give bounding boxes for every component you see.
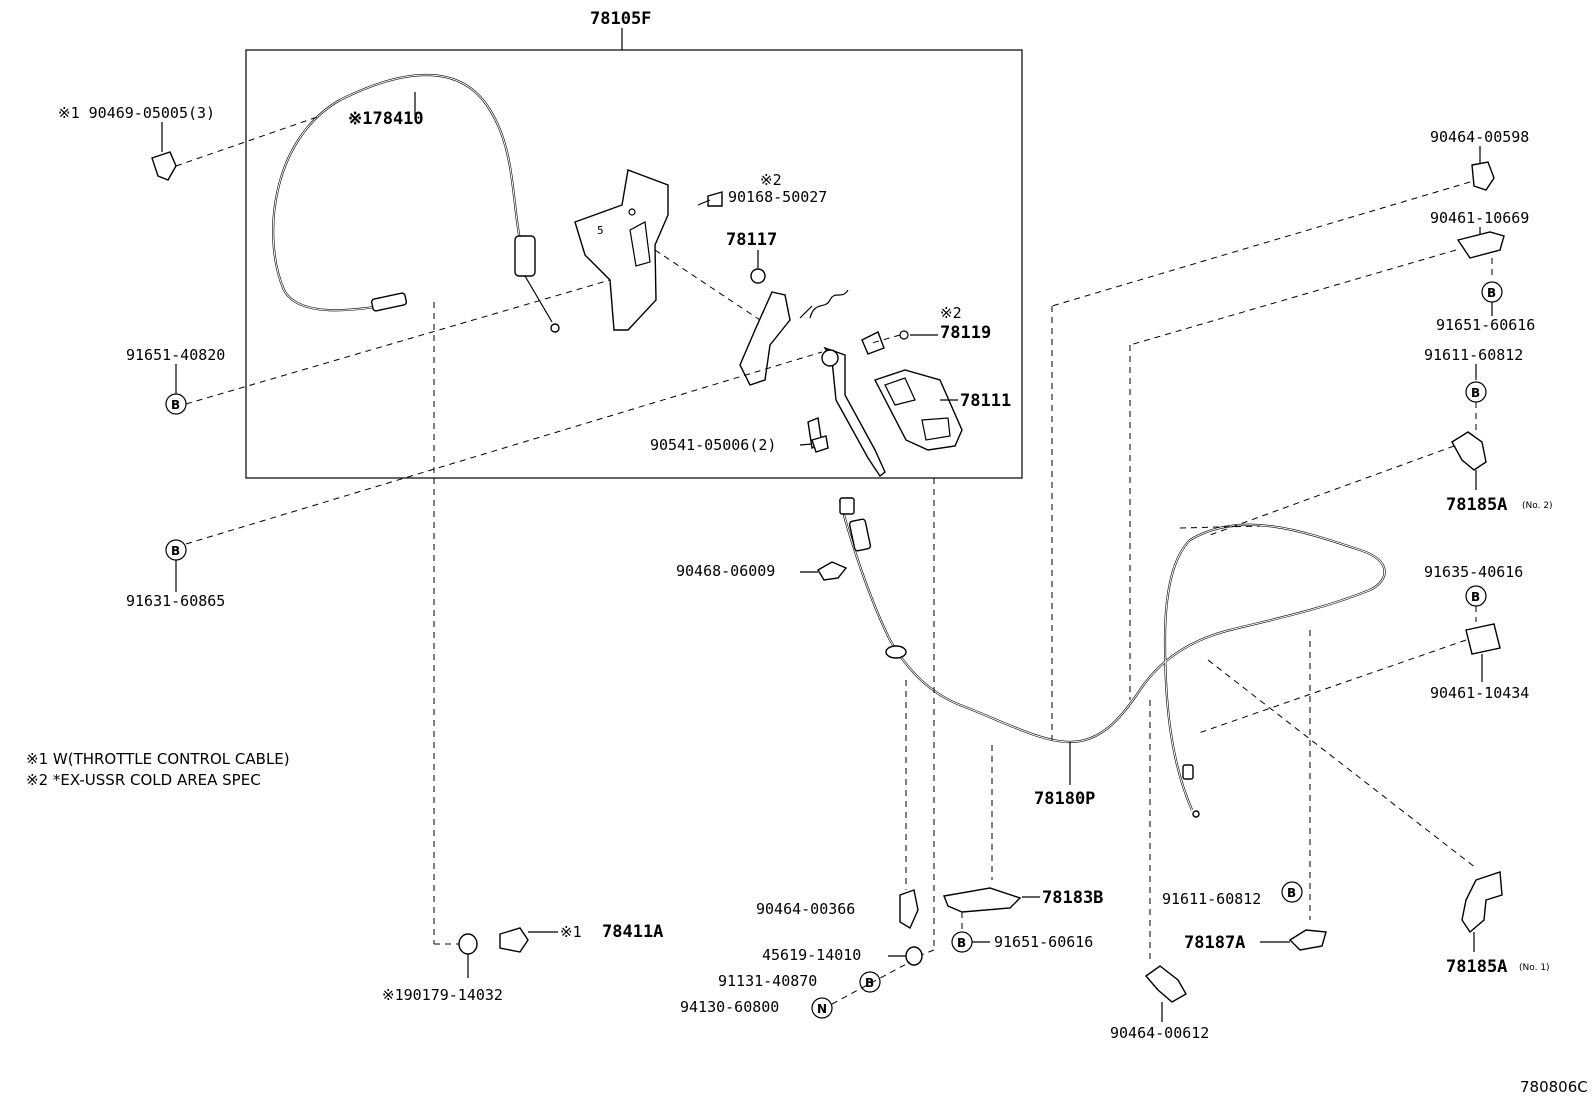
label-78185A-no2: 78185A [1446, 495, 1507, 515]
label-91635: 91635-40616 [1424, 563, 1523, 581]
footnotes: ※1 W(THROTTLE CONTROL CABLE) ※2 *EX-USSR… [26, 750, 290, 789]
b-mark-3: B [1487, 286, 1496, 300]
cushion-78119: ※2 78119 [910, 304, 991, 343]
label-91631: 91631-60865 [126, 592, 225, 610]
label-78183B: 78183B [1042, 888, 1103, 908]
note-78119: ※2 [940, 304, 962, 322]
svg-text:5: 5 [597, 224, 604, 237]
label-90464-00612: 90464-00612 [1110, 1024, 1209, 1042]
assembly-78105F: 78105F [245, 9, 1023, 479]
label-91651-60616-b: 91651-60616 [994, 933, 1093, 951]
label-78111: 78111 [960, 391, 1011, 411]
nut-78117: 78117 [726, 230, 777, 284]
note-90168: ※2 [760, 171, 782, 189]
clip-90464-00366: 90464-00366 [756, 889, 919, 930]
b-mark-8: B [1287, 886, 1296, 900]
clip-78187A: 91611-60812 B 78187A [1162, 881, 1327, 953]
accelerator-cable-78180P: 78180P [838, 497, 1386, 818]
sub-78185A-no2: (No. 2) [1522, 501, 1553, 511]
bolt-90168: ※2 90168-50027 [697, 171, 827, 207]
label-90468: 90468-06009 [676, 562, 775, 580]
clip-78185A-no2: 91611-60812 B 78185A (No. 2) [1209, 346, 1553, 536]
bracket-78183B: 78183B B 91651-60616 [943, 887, 1103, 953]
stack-45619-91131-94130: 45619-14010 91131-40870 B 94130-60800 N [680, 946, 923, 1019]
diagram-code: 780806C [1520, 1078, 1588, 1096]
clip-90468: 90468-06009 [676, 561, 848, 581]
label-91611-60812-a: 91611-60812 [1424, 346, 1523, 364]
label-90464-00366: 90464-00366 [756, 900, 855, 918]
note-2: ※2 *EX-USSR COLD AREA SPEC [26, 771, 261, 789]
label-45619: 45619-14010 [762, 946, 861, 964]
grommet-78411A: ※1 78411A ※190179-14032 [382, 922, 663, 1004]
clip-90464-00598: 90464-00598 [1051, 128, 1529, 740]
clamp-90461-10669: 90461-10669 B 91651-60616 [1129, 209, 1535, 700]
clip-90469: ※1 90469-05005(3) [58, 104, 321, 181]
label-94130: 94130-60800 [680, 998, 779, 1016]
bolt-91651-40820: 91651-40820 B [126, 279, 611, 415]
b-mark-7: B [865, 976, 874, 990]
assembly-label: 78105F [590, 9, 651, 29]
label-90464-00598: 90464-00598 [1430, 128, 1529, 146]
b-mark-5: B [1471, 590, 1480, 604]
label-78411A: 78411A [602, 922, 663, 942]
label-90461-10669: 90461-10669 [1430, 209, 1529, 227]
label-90541: 90541-05006(2) [650, 436, 776, 454]
label-78119: 78119 [940, 323, 991, 343]
n-mark: N [817, 1002, 827, 1016]
assembly-box [245, 49, 1023, 479]
note-1: ※1 W(THROTTLE CONTROL CABLE) [26, 750, 290, 768]
clip-90464-00612: 90464-00612 [1110, 965, 1209, 1042]
pedal-arm [739, 289, 909, 478]
label-91131: 91131-40870 [718, 972, 817, 990]
pedal-bracket: 5 [574, 169, 761, 331]
clamp-90461-10434: 91635-40616 B 90461-10434 [1195, 563, 1529, 735]
b-mark-4: B [1471, 386, 1480, 400]
label-91651-40820: 91651-40820 [126, 346, 225, 364]
label-90168: 90168-50027 [728, 188, 827, 206]
label-178410: ※178410 [348, 109, 424, 129]
label-91611-60812-b: 91611-60812 [1162, 890, 1261, 908]
b-mark-2: B [171, 544, 180, 558]
label-78180P: 78180P [1034, 789, 1095, 809]
bolt-91631-60865: B 91631-60865 [126, 351, 823, 610]
note-78411A: ※1 [560, 923, 582, 941]
label-78187A: 78187A [1184, 933, 1245, 953]
b-mark-6: B [957, 936, 966, 950]
throttle-cable-178410: ※178410 [272, 73, 560, 333]
clip-78185A-no1: 78185A (No. 1) [1207, 659, 1550, 977]
label-78117: 78117 [726, 230, 777, 250]
label-90179: ※190179-14032 [382, 986, 503, 1004]
bolt-90541: 90541-05006(2) [650, 417, 829, 454]
label-90461-10434: 90461-10434 [1430, 684, 1529, 702]
label-90469: ※1 90469-05005(3) [58, 104, 215, 122]
label-78185A-no1: 78185A [1446, 957, 1507, 977]
label-91651-60616-a: 91651-60616 [1436, 316, 1535, 334]
b-mark-1: B [171, 398, 180, 412]
pedal-pad-78111: 78111 [874, 369, 1011, 451]
sub-78185A-no1: (No. 1) [1519, 963, 1550, 973]
